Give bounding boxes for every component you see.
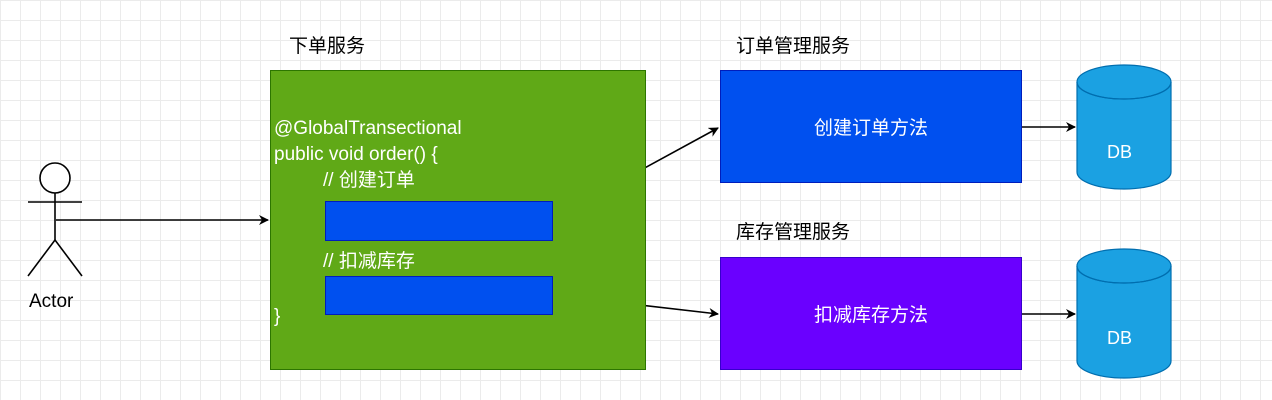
db-cylinder-2[interactable] [1076, 248, 1172, 379]
deduct-stock-step[interactable] [325, 276, 553, 315]
order-service-title: 下单服务 [289, 36, 366, 57]
db-label-2: DB [1107, 328, 1133, 348]
db-label-1: DB [1107, 142, 1133, 162]
stock-mgmt-service-title: 库存管理服务 [736, 222, 851, 243]
db-cylinder-1[interactable] [1076, 64, 1172, 190]
code-method-signature: public void order() { [274, 144, 438, 165]
actor-figure[interactable] [27, 162, 83, 277]
deduct-stock-method-label: 扣减库存方法 [813, 305, 928, 326]
create-order-step[interactable] [325, 201, 553, 241]
code-closing-brace: } [274, 306, 281, 327]
actor-label: Actor [29, 291, 74, 312]
order-mgmt-service-title: 订单管理服务 [736, 36, 851, 57]
deduct-stock-method-box[interactable]: 扣减库存方法 [720, 257, 1022, 370]
create-order-method-box[interactable]: 创建订单方法 [720, 70, 1022, 183]
code-comment-create-order: // 创建订单 [323, 170, 415, 191]
code-comment-deduct-stock: // 扣减库存 [323, 251, 415, 272]
create-order-method-label: 创建订单方法 [813, 118, 928, 139]
code-annotation: @GlobalTransectional [274, 118, 462, 139]
